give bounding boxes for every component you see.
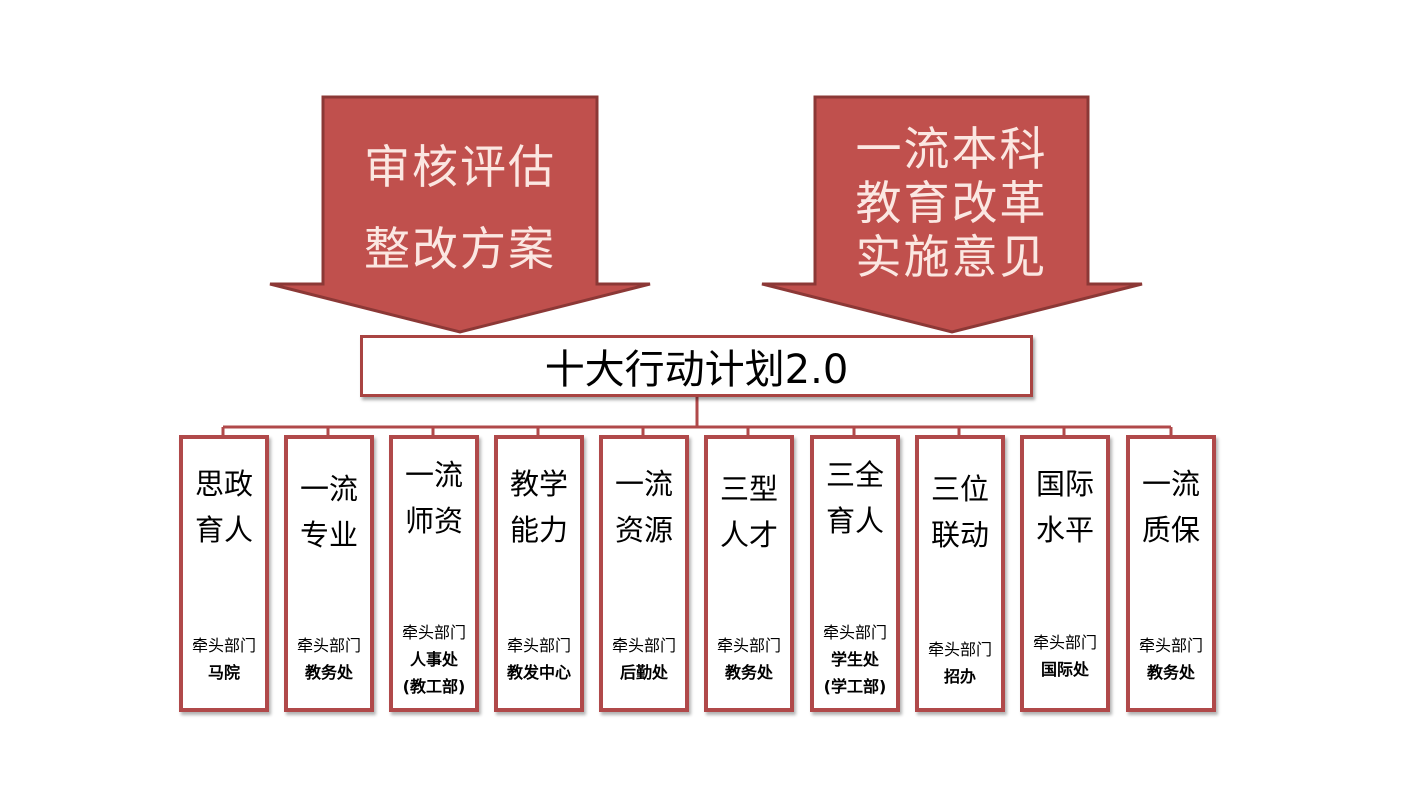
- action-title: 思政育人: [183, 461, 265, 553]
- dept-name: (学工部): [823, 677, 887, 696]
- lead-dept: 牵头部门学生处 (学工部): [808, 619, 902, 700]
- action-title: 三位联动: [919, 466, 1001, 558]
- action-title-line: 一流: [614, 467, 673, 501]
- dept-name: 马院: [207, 663, 240, 682]
- dept-name: 教发中心: [506, 663, 571, 682]
- action-box: 三型人才牵头部门教务处: [704, 435, 794, 712]
- dept-name: (教工部): [402, 677, 466, 696]
- lead-dept: 牵头部门国际处: [1018, 629, 1112, 683]
- lead-dept: 牵头部门教务处: [1124, 632, 1218, 686]
- action-title-line: 人才: [719, 518, 778, 552]
- right-arrow-line: 教育改革: [855, 176, 1048, 230]
- action-title-line: 三全: [825, 458, 884, 492]
- action-title-line: 专业: [299, 518, 358, 552]
- lead-label: 牵头部门: [927, 640, 992, 659]
- lead-label: 牵头部门: [611, 636, 676, 655]
- action-title: 一流资源: [603, 461, 685, 553]
- action-title: 一流专业: [288, 466, 370, 558]
- left-arrow-label: 审核评估 整改方案: [323, 126, 597, 290]
- right-arrow-line: 实施意见: [855, 230, 1048, 284]
- action-title-line: 师资: [404, 504, 463, 538]
- action-title-line: 一流: [404, 458, 463, 492]
- lead-dept: 牵头部门教发中心: [492, 632, 586, 686]
- action-title-line: 联动: [930, 518, 989, 552]
- action-box: 三全育人牵头部门学生处 (学工部): [810, 435, 900, 712]
- action-title-line: 思政: [194, 467, 253, 501]
- lead-label: 牵头部门: [716, 636, 781, 655]
- right-arrow-line: 一流本科: [855, 122, 1048, 176]
- action-box: 一流资源牵头部门后勤处: [599, 435, 689, 712]
- action-box: 国际水平牵头部门国际处: [1020, 435, 1110, 712]
- lead-label: 牵头部门: [1138, 636, 1203, 655]
- dept-name: 学生处: [830, 650, 879, 669]
- lead-label: 牵头部门: [296, 636, 361, 655]
- action-title-line: 能力: [509, 513, 568, 547]
- dept-name: 教务处: [304, 663, 353, 682]
- lead-label: 牵头部门: [1032, 633, 1097, 652]
- action-title-line: 教学: [509, 467, 568, 501]
- lead-dept: 牵头部门招办: [913, 636, 1007, 690]
- lead-dept: 牵头部门教务处: [282, 632, 376, 686]
- action-title-line: 水平: [1035, 513, 1094, 547]
- center-title: 十大行动计划2.0: [360, 335, 1033, 397]
- action-title: 一流质保: [1130, 461, 1212, 553]
- right-arrow-label: 一流本科 教育改革 实施意见: [815, 122, 1088, 284]
- connector-lines: [221, 397, 1173, 437]
- dept-name: 国际处: [1040, 660, 1089, 679]
- action-box: 一流专业牵头部门教务处: [284, 435, 374, 712]
- action-box: 一流质保牵头部门教务处: [1126, 435, 1216, 712]
- lead-dept: 牵头部门教务处: [702, 632, 796, 686]
- action-box: 思政育人牵头部门马院: [179, 435, 269, 712]
- dept-name: 后勤处: [619, 663, 668, 682]
- action-title: 三全育人: [814, 452, 896, 544]
- action-title-line: 三型: [719, 472, 778, 506]
- action-title: 教学能力: [498, 461, 580, 553]
- action-title: 国际水平: [1024, 461, 1106, 553]
- action-title-line: 质保: [1141, 513, 1200, 547]
- action-title-line: 一流: [1141, 467, 1200, 501]
- left-arrow: [269, 95, 651, 334]
- lead-label: 牵头部门: [191, 636, 256, 655]
- left-arrow-line: 审核评估: [364, 140, 556, 194]
- action-title: 三型人才: [708, 466, 790, 558]
- action-title: 一流师资: [393, 452, 475, 544]
- action-box: 三位联动牵头部门招办: [915, 435, 1005, 712]
- lead-dept: 牵头部门后勤处: [597, 632, 691, 686]
- lead-label: 牵头部门: [822, 623, 887, 642]
- action-box: 教学能力牵头部门教发中心: [494, 435, 584, 712]
- dept-name: 教务处: [1146, 663, 1195, 682]
- lead-label: 牵头部门: [401, 623, 466, 642]
- action-title-line: 育人: [194, 513, 253, 547]
- action-title-line: 国际: [1035, 467, 1094, 501]
- lead-dept: 牵头部门人事处 (教工部): [387, 619, 481, 700]
- dept-name: 教务处: [724, 663, 773, 682]
- right-arrow: [761, 95, 1143, 334]
- lead-dept: 牵头部门马院: [177, 632, 271, 686]
- action-title-line: 育人: [825, 504, 884, 538]
- action-title-line: 资源: [614, 513, 673, 547]
- lead-label: 牵头部门: [506, 636, 571, 655]
- action-title-line: 一流: [299, 472, 358, 506]
- left-arrow-line: 整改方案: [364, 222, 556, 276]
- dept-name: 人事处: [409, 650, 458, 669]
- action-box: 一流师资牵头部门人事处 (教工部): [389, 435, 479, 712]
- dept-name: 招办: [943, 667, 976, 686]
- action-title-line: 三位: [930, 472, 989, 506]
